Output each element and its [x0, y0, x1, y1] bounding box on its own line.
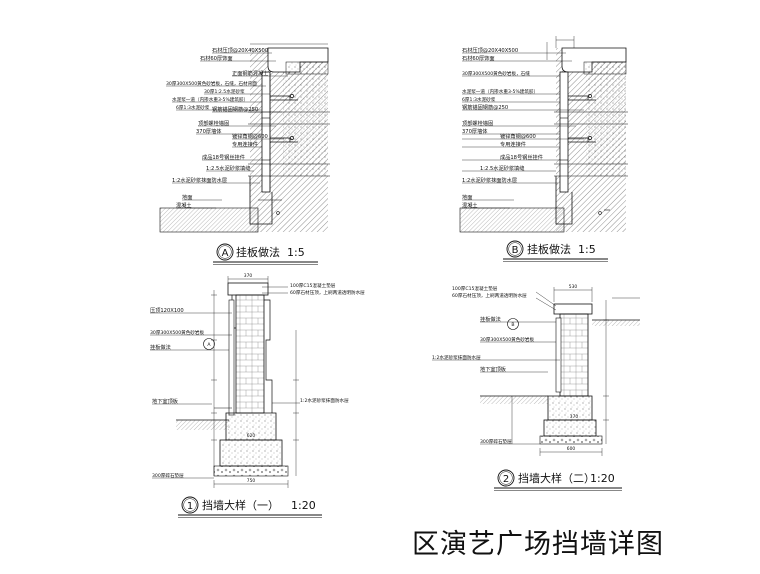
detail-2-label: 60厚石材压顶，上刷两道透明防水层	[452, 292, 527, 299]
detail-1-gravel	[213, 465, 289, 477]
detail-1-scale: 1:20	[291, 499, 316, 512]
detail-b-cladding	[559, 71, 569, 193]
detail-a-leaders	[166, 52, 288, 209]
detail-1-caption-text: 挡墙大样（一）	[202, 498, 279, 512]
detail-a-caption-text: 挂板做法	[236, 245, 280, 259]
detail-1-label-group: 100厚C15混凝土垫层 60厚石材压顶，上刷两道透明防水层 压顶120X100…	[150, 282, 365, 479]
detail-a-label: 1:2.5水泥砂浆填缝	[206, 164, 250, 172]
detail-b-label: 水泥浆一道（内掺水重3-5%建筑胶）	[462, 88, 538, 95]
detail-b-label: 6厚1:3水泥砂浆	[462, 96, 496, 103]
detail-2-caption: 2 挡墙大样（二） 1:20	[494, 469, 622, 491]
detail-a-label: 30厚1:2.5水泥砂浆	[204, 88, 245, 95]
detail-1-label: 100厚C15混凝土垫层	[290, 282, 336, 289]
detail-b-label: 钢筋锚固钢筋@250	[462, 103, 508, 111]
detail-a-caption: A 挂板做法 1:5	[213, 243, 318, 265]
detail-a-label: 30厚300X500黄色砂岩板，石缝，石材背面	[166, 80, 257, 87]
detail-1-label: 1:2水泥砂浆抹面防水层	[300, 397, 349, 404]
detail-a-label-group: 石材压顶@20X40X500 石材60厚饰面 正面钢筋混凝土 30厚300X50…	[166, 46, 268, 209]
detail-b-label: 石材60厚饰面	[462, 54, 495, 62]
detail-1-label: 60厚石材压顶，上刷两道透明防水层	[290, 289, 365, 296]
detail-b-label: 地面	[462, 193, 472, 201]
detail-2: 530 370 600 B 100厚C15混凝土垫层 60厚石材压顶，上刷两道	[432, 284, 640, 491]
drawing-title: 区演艺广场挡墙详图	[412, 529, 664, 560]
detail-b-label: 30厚300X500黄色砂岩板，石缝	[462, 70, 530, 77]
detail-b-label: 成品18号钢丝挂件	[500, 153, 543, 161]
detail-1-label: 30厚300X500黄色砂岩板	[150, 329, 204, 336]
detail-a-label: 石材压顶@20X40X500	[212, 46, 268, 54]
detail-2-dim: 530	[569, 284, 578, 290]
detail-2-label: 300厚碎石垫层	[480, 438, 512, 445]
detail-2-gravel	[539, 435, 603, 445]
detail-b-marker: B	[512, 245, 519, 256]
detail-2-ref-marker: B	[511, 322, 514, 328]
detail-2-label: 地下室顶板	[480, 365, 507, 373]
detail-a-cap-mortar	[285, 61, 329, 75]
detail-b-caption: B 挂板做法 1:5	[503, 240, 608, 262]
detail-a-label: 地面	[182, 193, 192, 201]
detail-1-dim: 370	[244, 273, 253, 279]
detail-1-label: 300厚碎石垫层	[152, 472, 184, 479]
detail-a-label: 石材60厚饰面	[200, 54, 233, 62]
detail-1-label: 压顶120X100	[150, 307, 184, 314]
detail-1-label: 地下室顶板	[152, 397, 179, 405]
detail-b-label: 石材压顶@20X40X500	[462, 46, 518, 54]
detail-1-ref-marker: A	[207, 342, 211, 348]
detail-2-dim: 370	[570, 414, 579, 420]
detail-a-label: 镀锌角钢@600	[232, 132, 268, 140]
detail-2-marker: 2	[503, 474, 509, 485]
detail-b-label-group: 石材压顶@20X40X500 石材60厚饰面 30厚300X500黄色砂岩板，石…	[462, 46, 543, 209]
detail-1-wall	[235, 294, 265, 414]
detail-2-wall	[559, 313, 589, 397]
detail-a-label: 顶部螺栓锚固	[198, 119, 229, 127]
detail-1-marker: 1	[187, 501, 193, 512]
detail-a-marker: A	[222, 248, 229, 259]
detail-b-label: 1:2.5水泥砂浆填缝	[480, 164, 524, 172]
detail-b-label: 混凝土	[462, 201, 478, 209]
detail-a-label: 钢筋锚固钢筋@250	[212, 105, 258, 113]
detail-b-label: 370厚墙体	[462, 127, 488, 135]
detail-a-anchors	[270, 94, 298, 143]
detail-a-label: 正面钢筋混凝土	[232, 69, 268, 77]
detail-b-label: 专用连接件	[500, 140, 526, 148]
detail-a-scale: 1:5	[287, 246, 305, 259]
detail-a-ground	[159, 207, 259, 233]
detail-2-dim: 600	[567, 446, 576, 452]
detail-a-label: 370厚墙体	[196, 127, 222, 135]
detail-a-label: 专用连接件	[232, 140, 258, 148]
detail-1-coping	[227, 282, 269, 296]
detail-1-dim: 750	[247, 478, 256, 484]
detail-a-label: 水泥浆一道（内掺水重3-5%建筑胶）	[172, 96, 248, 103]
detail-b-scale: 1:5	[578, 243, 596, 256]
detail-1-caption: 1 挡墙大样（一） 1:20	[178, 496, 322, 518]
detail-b-label: 镀锌角钢@600	[500, 132, 536, 140]
detail-1-label: 挂板做法	[150, 343, 171, 351]
detail-2-label: 30厚300X500黄色砂岩板	[480, 336, 534, 343]
detail-2-scale: 1:20	[590, 472, 615, 485]
detail-2-label: 1:2水泥砂浆抹面防水层	[432, 354, 481, 361]
detail-1: 370 620 750 A 100厚C15混凝土垫层 60厚石材压顶，上刷两道透…	[150, 273, 365, 518]
detail-a-label: 成品18号钢丝挂件	[202, 153, 245, 161]
detail-b: 石材压顶@20X40X500 石材60厚饰面 30厚300X500黄色砂岩板，石…	[459, 36, 628, 262]
detail-a: 石材压顶@20X40X500 石材60厚饰面 正面钢筋混凝土 30厚300X50…	[159, 43, 330, 265]
detail-2-label: 挂板做法	[480, 315, 501, 323]
detail-b-label: 顶部螺栓锚固	[462, 119, 493, 127]
detail-2-label: 100厚C15混凝土垫层	[452, 285, 498, 292]
detail-b-label: 1:2水泥砂浆抹面防水层	[462, 176, 517, 184]
detail-a-label: 6厚1:3水泥砂浆	[176, 104, 210, 111]
detail-b-caption-text: 挂板做法	[527, 242, 571, 256]
detail-a-cladding	[261, 71, 271, 193]
detail-2-label-group: 100厚C15混凝土垫层 60厚石材压顶，上刷两道透明防水层 挂板做法 30厚3…	[432, 285, 534, 445]
detail-a-label: 1:2水泥砂浆抹面防水层	[172, 176, 227, 184]
detail-1-dim: 620	[247, 433, 256, 439]
detail-2-coping	[553, 303, 593, 315]
detail-2-caption-text: 挡墙大样（二）	[518, 471, 595, 485]
detail-a-label: 混凝土	[176, 201, 192, 209]
